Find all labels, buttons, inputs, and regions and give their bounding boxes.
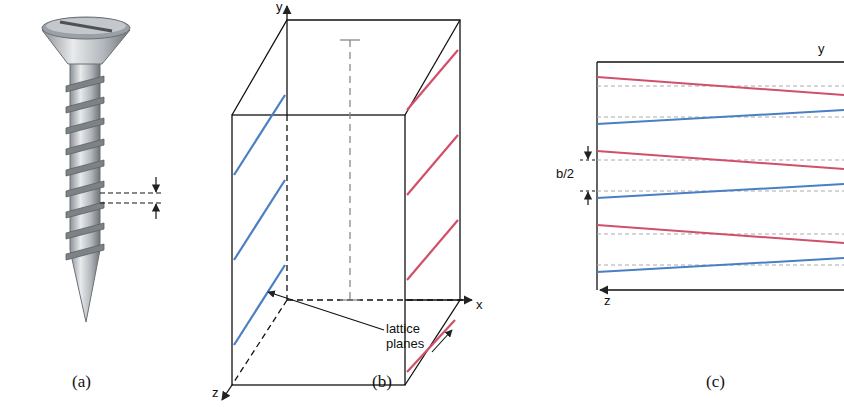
dimension-label: b/2 <box>556 167 574 182</box>
side-view <box>580 62 844 290</box>
lattice-planes-blue <box>234 95 285 345</box>
screw <box>42 17 130 322</box>
axis-label: y <box>276 0 283 15</box>
panel-label: (b) <box>372 372 392 392</box>
annotation: lattice planes <box>386 322 450 352</box>
screw-threads <box>66 76 104 260</box>
axis-label: z <box>212 386 219 401</box>
axis-label: x <box>476 298 483 313</box>
leader-lines <box>268 292 452 352</box>
panel-label: (a) <box>72 372 91 392</box>
cube <box>222 6 472 400</box>
panel-label: (c) <box>706 372 725 392</box>
pitch-dimension <box>100 177 162 219</box>
axis-label: y <box>818 42 825 57</box>
axis-label: z <box>604 294 611 309</box>
